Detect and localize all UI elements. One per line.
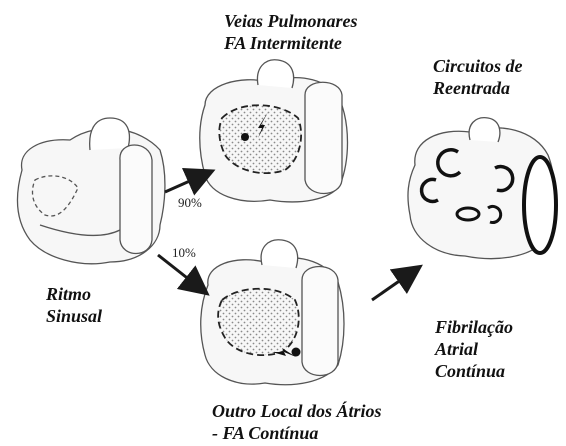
heart-pulmonary-veins	[200, 60, 348, 202]
label-pulmonary-line1: Veias Pulmonares	[224, 10, 358, 32]
label-sinus-line2: Sinusal	[46, 305, 102, 327]
label-pulmonary-veins: Veias Pulmonares FA Intermitente	[224, 10, 358, 54]
label-fibrillation-line1: Fibrilação	[435, 316, 513, 338]
label-other-line1: Outro Local dos Átrios	[212, 400, 382, 422]
label-other-atrial-site: Outro Local dos Átrios - FA Contínua	[212, 400, 382, 444]
label-sinus-rhythm: Ritmo Sinusal	[46, 283, 102, 327]
percent-upper: 90%	[178, 196, 202, 210]
label-fibrillation-line2: Atrial	[435, 338, 513, 360]
label-reentry-circuits: Circuitos de Reentrada	[433, 55, 523, 99]
label-sinus-line1: Ritmo	[46, 283, 102, 305]
label-pulmonary-line2: FA Intermitente	[224, 32, 358, 54]
heart-sinus-rhythm	[17, 118, 164, 264]
arrow-to-fibrillation	[372, 268, 418, 300]
label-reentry-line1: Circuitos de	[433, 55, 523, 77]
heart-reentry-circuits	[408, 118, 556, 259]
arrow-to-pulmonary-veins	[165, 172, 210, 192]
label-other-line2: - FA Contínua	[212, 422, 382, 444]
percent-lower: 10%	[172, 246, 196, 260]
label-reentry-line2: Reentrada	[433, 77, 523, 99]
label-atrial-fibrillation: Fibrilação Atrial Contínua	[435, 316, 513, 382]
label-fibrillation-line3: Contínua	[435, 360, 513, 382]
heart-other-atrial-site	[201, 240, 344, 385]
arrow-to-other-site	[158, 255, 205, 292]
